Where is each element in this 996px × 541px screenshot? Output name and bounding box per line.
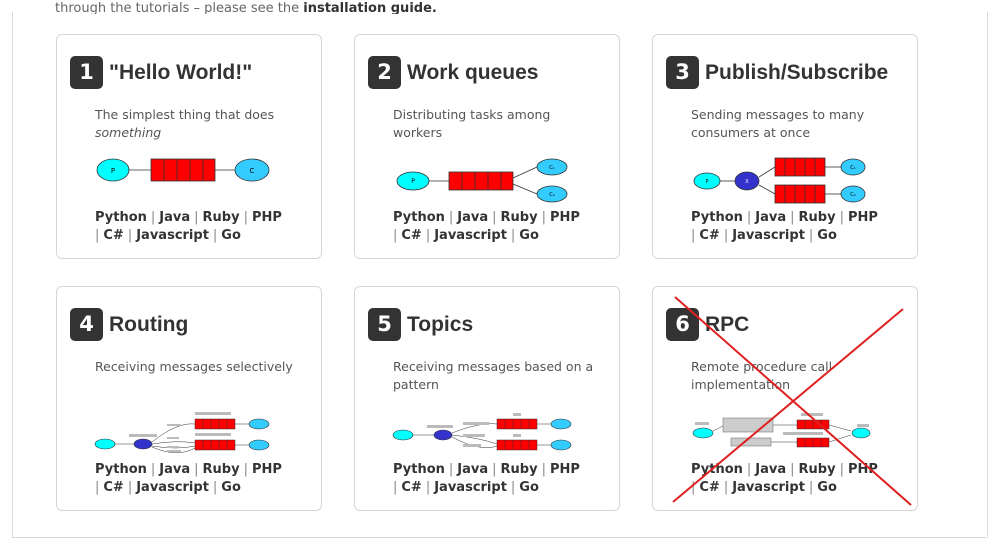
lang-javascript-link[interactable]: Javascript bbox=[136, 228, 209, 243]
lang-csharp-link[interactable]: C# bbox=[401, 480, 422, 495]
language-links: Python|Java|Ruby|PHP|C#|Javascript|Go bbox=[393, 210, 580, 243]
svg-text:C: C bbox=[250, 167, 255, 175]
card-title: 4 Routing bbox=[70, 308, 188, 341]
topics-diagram-icon bbox=[392, 413, 572, 451]
lang-java-link[interactable]: Java bbox=[457, 210, 489, 225]
svg-text:C₁: C₁ bbox=[850, 165, 856, 171]
lang-ruby-link[interactable]: Ruby bbox=[500, 210, 538, 225]
bottom-divider bbox=[12, 537, 986, 538]
language-links: Python|Java|Ruby|PHP|C#|Javascript|Go bbox=[95, 462, 282, 495]
card-title: 6 RPC bbox=[666, 308, 749, 341]
tutorial-title[interactable]: Work queues bbox=[407, 60, 539, 84]
language-links: Python|Java|Ruby|PHP|C#|Javascript|Go bbox=[691, 210, 878, 243]
lang-go-link[interactable]: Go bbox=[221, 480, 241, 495]
card-title: 2 Work queues bbox=[368, 56, 538, 89]
lang-ruby-link[interactable]: Ruby bbox=[500, 462, 538, 477]
tutorial-description: Remote procedure call implementation bbox=[691, 359, 833, 392]
tutorial-card-rpc[interactable]: 6 RPC Remote procedure call implementati… bbox=[652, 286, 918, 511]
lang-ruby-link[interactable]: Ruby bbox=[202, 462, 240, 477]
publish-subscribe-diagram-icon: P X C₁ C₂ bbox=[693, 157, 866, 204]
tutorial-title[interactable]: Topics bbox=[407, 312, 474, 336]
lang-python-link[interactable]: Python bbox=[95, 210, 147, 225]
svg-text:C₁: C₁ bbox=[549, 165, 555, 171]
lang-javascript-link[interactable]: Javascript bbox=[732, 480, 805, 495]
lang-go-link[interactable]: Go bbox=[221, 228, 241, 243]
tutorial-title[interactable]: Routing bbox=[109, 312, 189, 336]
tutorial-card-publish-subscribe[interactable]: 3 Publish/Subscribe Sending messages to … bbox=[652, 34, 918, 259]
tutorial-card-routing[interactable]: 4 Routing Receiving messages selectively bbox=[56, 286, 322, 511]
tutorial-number-badge: 6 bbox=[666, 308, 699, 341]
lang-php-link[interactable]: PHP bbox=[847, 210, 878, 225]
svg-text:P: P bbox=[411, 178, 415, 185]
lang-go-link[interactable]: Go bbox=[817, 228, 837, 243]
tutorial-number-badge: 1 bbox=[70, 56, 103, 89]
tutorial-description: Sending messages to many consumers at on… bbox=[691, 107, 865, 140]
work-queues-diagram-icon: P C₁ C₂ bbox=[396, 158, 568, 203]
lang-php-link[interactable]: PHP bbox=[549, 210, 580, 225]
lang-php-link[interactable]: PHP bbox=[549, 462, 580, 477]
tutorial-number-badge: 3 bbox=[666, 56, 699, 89]
tutorial-title[interactable]: Publish/Subscribe bbox=[705, 60, 889, 84]
tutorial-number-badge: 2 bbox=[368, 56, 401, 89]
lang-csharp-link[interactable]: C# bbox=[103, 228, 124, 243]
lang-java-link[interactable]: Java bbox=[159, 210, 191, 225]
svg-text:P: P bbox=[111, 167, 115, 175]
lang-python-link[interactable]: Python bbox=[393, 210, 445, 225]
lang-java-link[interactable]: Java bbox=[159, 462, 191, 477]
routing-diagram-icon bbox=[94, 412, 270, 453]
language-links: Python|Java|Ruby|PHP|C#|Javascript|Go bbox=[393, 462, 580, 495]
card-title: 5 Topics bbox=[368, 308, 473, 341]
hello-world-diagram-icon: P C bbox=[96, 158, 270, 182]
tutorial-number-badge: 4 bbox=[70, 308, 103, 341]
lang-python-link[interactable]: Python bbox=[691, 210, 743, 225]
lang-csharp-link[interactable]: C# bbox=[401, 228, 422, 243]
lang-go-link[interactable]: Go bbox=[519, 480, 539, 495]
lang-java-link[interactable]: Java bbox=[755, 462, 787, 477]
lang-java-link[interactable]: Java bbox=[755, 210, 787, 225]
tutorial-title[interactable]: "Hello World!" bbox=[109, 60, 253, 84]
lang-php-link[interactable]: PHP bbox=[251, 462, 282, 477]
lang-python-link[interactable]: Python bbox=[95, 462, 147, 477]
intro-text: through the tutorials – please see the i… bbox=[55, 1, 437, 14]
lang-php-link[interactable]: PHP bbox=[251, 210, 282, 225]
lang-ruby-link[interactable]: Ruby bbox=[798, 210, 836, 225]
svg-text:X: X bbox=[745, 179, 749, 185]
language-links: Python|Java|Ruby|PHP|C#|Javascript|Go bbox=[95, 210, 282, 243]
lang-javascript-link[interactable]: Javascript bbox=[434, 228, 507, 243]
lang-php-link[interactable]: PHP bbox=[847, 462, 878, 477]
svg-text:C₂: C₂ bbox=[850, 192, 856, 198]
lang-csharp-link[interactable]: C# bbox=[103, 480, 124, 495]
lang-javascript-link[interactable]: Javascript bbox=[434, 480, 507, 495]
tutorial-card-topics[interactable]: 5 Topics Receiving messages based on a p… bbox=[354, 286, 620, 511]
tutorial-title[interactable]: RPC bbox=[705, 312, 750, 336]
tutorial-card-work-queues[interactable]: 2 Work queues Distributing tasks among w… bbox=[354, 34, 620, 259]
lang-javascript-link[interactable]: Javascript bbox=[136, 480, 209, 495]
lang-python-link[interactable]: Python bbox=[691, 462, 743, 477]
lang-javascript-link[interactable]: Javascript bbox=[732, 228, 805, 243]
lang-csharp-link[interactable]: C# bbox=[699, 480, 720, 495]
tutorial-number-badge: 5 bbox=[368, 308, 401, 341]
tutorial-card-hello-world[interactable]: 1 "Hello World!" The simplest thing that… bbox=[56, 34, 322, 259]
card-title: 1 "Hello World!" bbox=[70, 56, 252, 89]
tutorial-description: Distributing tasks among workers bbox=[393, 107, 551, 140]
installation-guide-link[interactable]: installation guide. bbox=[303, 1, 437, 14]
lang-ruby-link[interactable]: Ruby bbox=[798, 462, 836, 477]
lang-ruby-link[interactable]: Ruby bbox=[202, 210, 240, 225]
tutorial-description: Receiving messages selectively bbox=[95, 359, 293, 374]
card-title: 3 Publish/Subscribe bbox=[666, 56, 888, 89]
rpc-diagram-icon bbox=[692, 413, 871, 448]
tutorial-description: Receiving messages based on a pattern bbox=[393, 359, 594, 392]
lang-go-link[interactable]: Go bbox=[817, 480, 837, 495]
lang-csharp-link[interactable]: C# bbox=[699, 228, 720, 243]
lang-python-link[interactable]: Python bbox=[393, 462, 445, 477]
language-links: Python|Java|Ruby|PHP|C#|Javascript|Go bbox=[691, 462, 878, 495]
svg-text:C₂: C₂ bbox=[549, 192, 555, 198]
lang-java-link[interactable]: Java bbox=[457, 462, 489, 477]
svg-text:P: P bbox=[705, 179, 708, 185]
lang-go-link[interactable]: Go bbox=[519, 228, 539, 243]
